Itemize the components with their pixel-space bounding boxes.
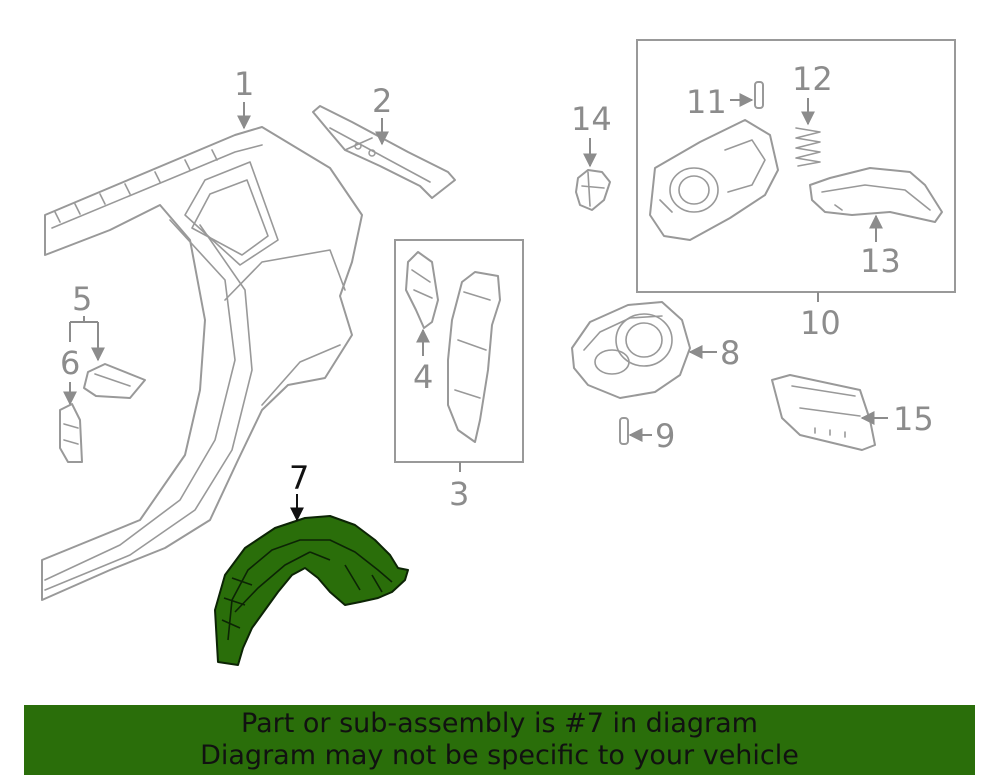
spring-part-12[interactable]	[795, 127, 821, 167]
info-banner: Part or sub-assembly is #7 in diagram Di…	[24, 705, 975, 775]
fuel-filler-door[interactable]	[649, 119, 779, 241]
group-box-10	[636, 39, 956, 302]
rail-bracket-part-2[interactable]	[312, 105, 456, 199]
callout-3: 3	[449, 475, 469, 513]
callout-4: 4	[413, 358, 433, 396]
hinge-part-13[interactable]	[809, 167, 943, 223]
callout-15: 15	[893, 400, 934, 438]
callout-7: 7	[289, 459, 309, 497]
bracket-part-5[interactable]	[83, 363, 146, 399]
clip-part-6[interactable]	[59, 403, 83, 463]
banner-line-1: Part or sub-assembly is #7 in diagram	[241, 708, 758, 739]
callout-11: 11	[686, 83, 727, 121]
callout-9: 9	[655, 417, 675, 455]
quarter-panel-part-1[interactable]	[41, 126, 363, 601]
callout-12: 12	[792, 60, 833, 98]
group-box-3	[394, 239, 524, 472]
trim-panel-part-15[interactable]	[771, 374, 876, 451]
callout-6: 6	[60, 344, 80, 382]
callout-13: 13	[860, 242, 901, 280]
reinforcement-part-4[interactable]	[405, 251, 439, 329]
callout-5: 5	[72, 280, 92, 318]
pin-part-9[interactable]	[619, 417, 629, 445]
callout-14: 14	[571, 100, 612, 138]
fuel-door-housing-part-8[interactable]	[571, 301, 691, 399]
callout-1: 1	[234, 65, 254, 103]
pillar-reinforcement-part[interactable]	[447, 271, 501, 443]
leader-5	[69, 316, 98, 360]
wheelhouse-liner-part-7[interactable]	[214, 515, 409, 666]
pin-part-11[interactable]	[754, 81, 764, 109]
actuator-part-14[interactable]	[575, 169, 611, 211]
banner-line-2: Diagram may not be specific to your vehi…	[200, 740, 799, 771]
callout-2: 2	[372, 82, 392, 120]
callout-10: 10	[800, 304, 841, 342]
callout-8: 8	[720, 334, 740, 372]
